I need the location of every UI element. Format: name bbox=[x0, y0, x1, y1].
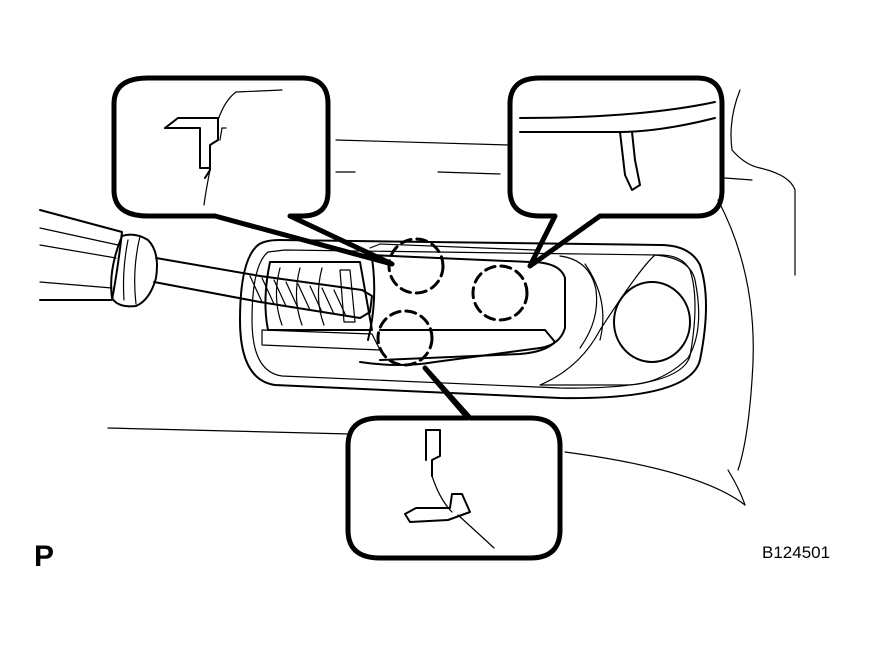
clip-marker-upper bbox=[387, 237, 445, 295]
clip-marker-right bbox=[471, 264, 529, 322]
figure-code: B124501 bbox=[762, 543, 831, 562]
door-panel-outline bbox=[107, 89, 796, 506]
view-label: P bbox=[34, 540, 55, 573]
inside-handle-lever bbox=[359, 243, 604, 366]
callout-bottom bbox=[345, 365, 563, 561]
speaker-grille bbox=[539, 254, 700, 386]
callout-upper-right bbox=[507, 75, 725, 269]
clip-location-markers bbox=[376, 237, 529, 367]
clip-marker-lower bbox=[376, 309, 434, 367]
inside-handle-bezel bbox=[239, 239, 707, 400]
callout-upper-left bbox=[111, 75, 395, 267]
screwdriver-tool bbox=[39, 209, 373, 319]
